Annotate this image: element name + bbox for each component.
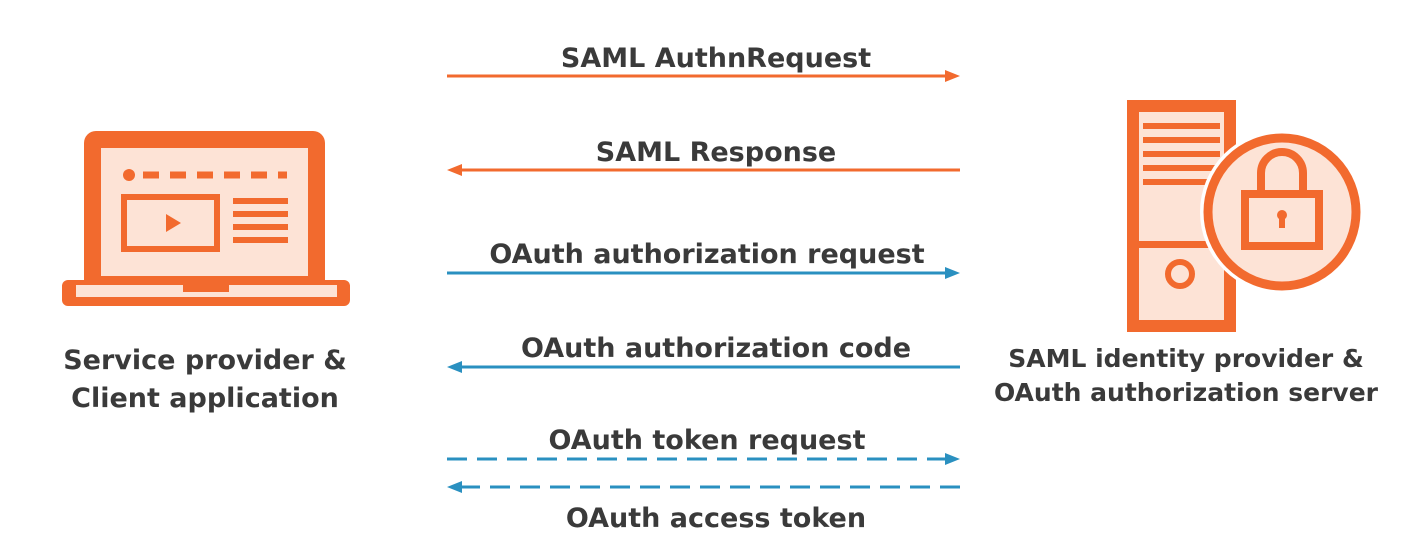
message-label-saml-response: SAML Response xyxy=(595,137,837,168)
server-lock-icon xyxy=(1127,100,1364,332)
message-arrow-oauth-authorization-request xyxy=(447,267,960,279)
left-actor-label-line1: Service provider & xyxy=(63,345,347,376)
message-arrow-oauth-token-request xyxy=(447,453,960,465)
right-actor-label-line1: SAML identity provider & xyxy=(1008,344,1364,373)
message-label-oauth-access-token: OAuth access token xyxy=(565,503,867,534)
message-arrow-oauth-authorization-code xyxy=(447,361,960,373)
message-arrow-oauth-access-token xyxy=(447,481,960,493)
message-arrow-saml-authnrequest xyxy=(447,70,960,82)
message-arrow-saml-response xyxy=(447,164,960,176)
right-actor-label-line2: OAuth authorization server xyxy=(993,378,1379,407)
message-label-oauth-token-request: OAuth token request xyxy=(548,425,866,456)
message-label-oauth-authorization-code: OAuth authorization code xyxy=(520,333,912,364)
message-label-oauth-authorization-request: OAuth authorization request xyxy=(489,239,925,270)
left-actor-label: Service provider & Client application xyxy=(63,342,347,418)
left-actor-label-line2: Client application xyxy=(71,383,339,414)
message-label-saml-authnrequest: SAML AuthnRequest xyxy=(560,43,872,74)
right-actor-label: SAML identity provider & OAuth authoriza… xyxy=(994,342,1378,410)
laptop-icon xyxy=(62,131,350,306)
